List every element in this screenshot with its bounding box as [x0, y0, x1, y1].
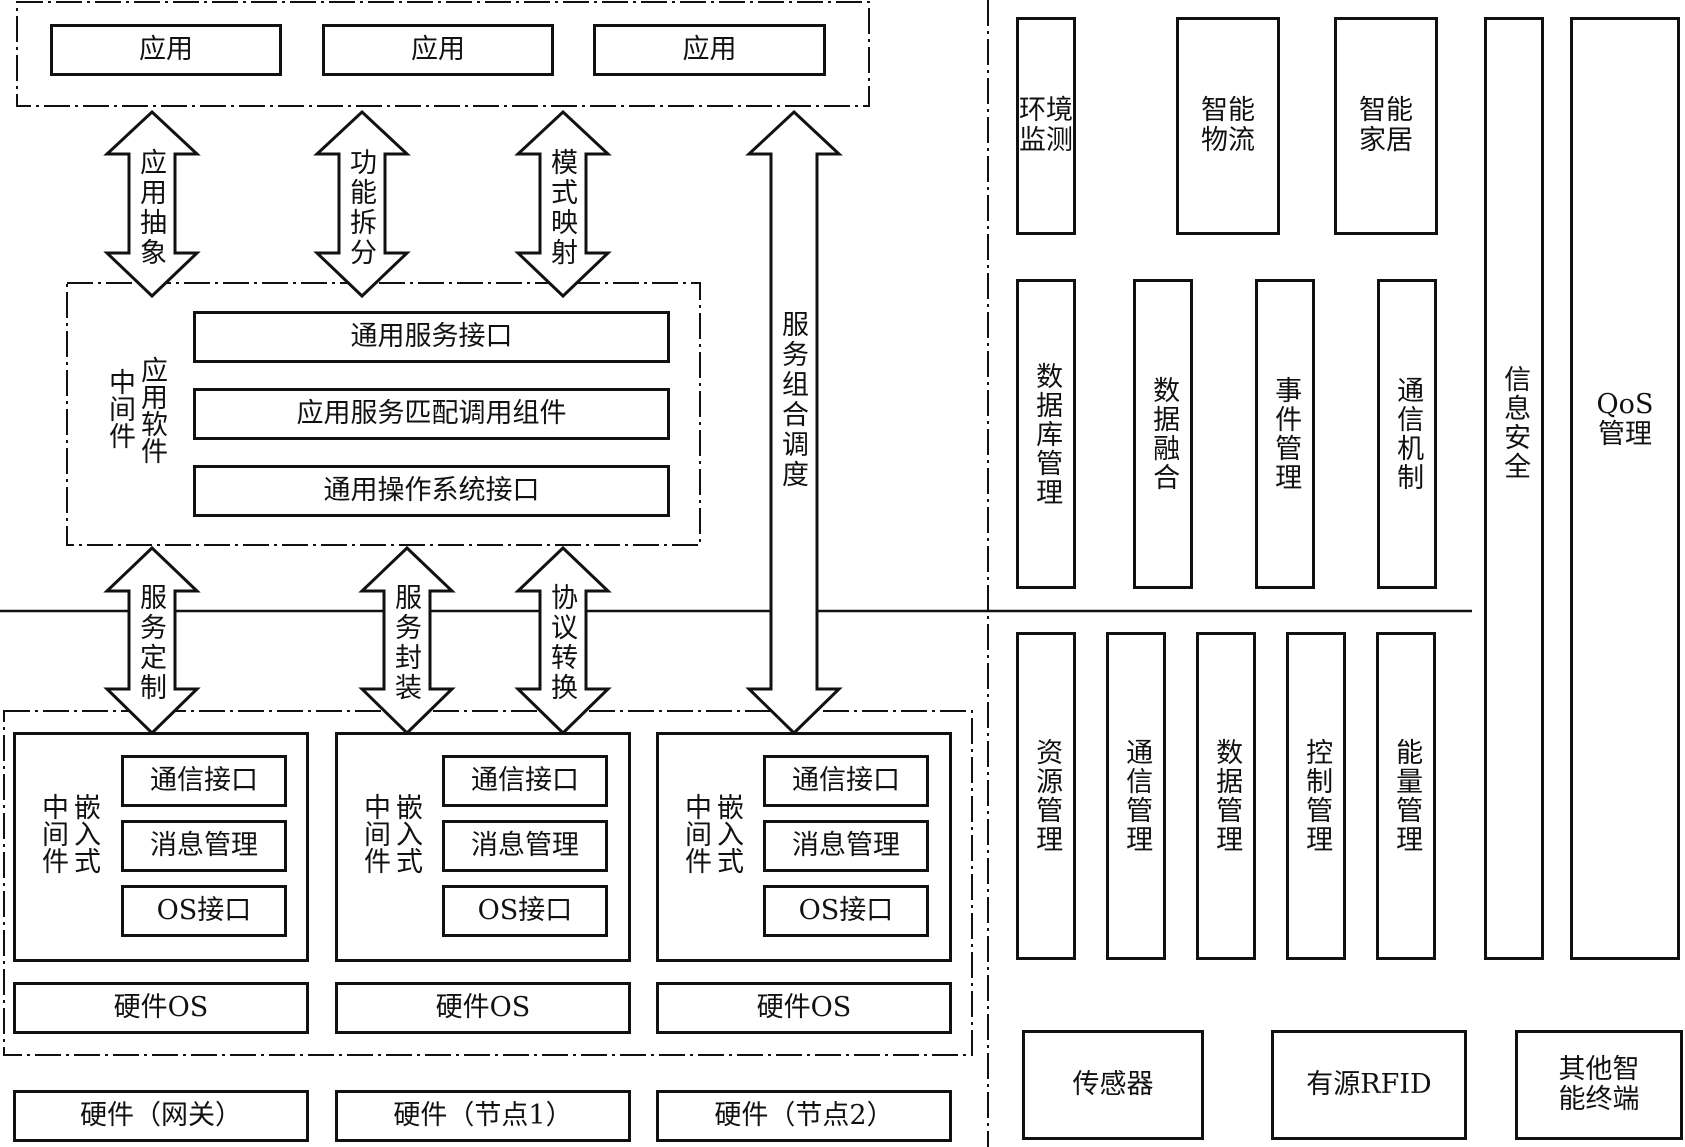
node-1-os-if: OS接口 — [121, 885, 287, 937]
arrow-app-abstract — [103, 109, 201, 299]
app-box-1: 应用 — [50, 24, 282, 76]
middleware-label-col2: 应用软件 — [136, 356, 167, 464]
arrow-label-func-split: 功能拆分 — [345, 148, 376, 268]
node-3-comm: 通信接口 — [763, 755, 929, 807]
right-mod-fusion: 数据融合 — [1133, 279, 1193, 589]
node-2-comm: 通信接口 — [442, 755, 608, 807]
right-mod-comm: 通信机制 — [1377, 279, 1437, 589]
middleware-row-3: 通用操作系统接口 — [193, 465, 670, 517]
top-app-container — [16, 1, 870, 107]
right-mod-event: 事件管理 — [1255, 279, 1315, 589]
arrow-label-mode-map: 模式映射 — [546, 148, 577, 268]
node-3-hw-os: 硬件OS — [656, 982, 952, 1034]
arrow-label-service-package: 服务封装 — [390, 583, 421, 703]
arrow-label-service-compose: 服务组合调度 — [777, 310, 808, 490]
middleware-label-col1: 中间件 — [104, 368, 135, 449]
right-mod-energy: 能量管理 — [1376, 632, 1436, 960]
app-box-3: 应用 — [593, 24, 826, 76]
node-2-hardware: 硬件（节点1） — [335, 1090, 631, 1142]
right-mod-resource: 资源管理 — [1016, 632, 1076, 960]
right-app-logistics: 智能物流 — [1176, 17, 1280, 235]
middleware-container — [66, 282, 701, 546]
right-device-sensor: 传感器 — [1022, 1030, 1204, 1140]
node-1-hw-os: 硬件OS — [13, 982, 309, 1034]
node-1-label: 中间件嵌入式 — [37, 793, 100, 874]
node-1-hardware: 硬件（网关） — [13, 1090, 309, 1142]
right-mod-comm-mgmt: 通信管理 — [1106, 632, 1166, 960]
arrow-mode-map — [514, 109, 612, 299]
right-mod-control: 控制管理 — [1286, 632, 1346, 960]
right-security: 信息安全 — [1484, 17, 1544, 960]
right-device-other: 其他智能终端 — [1515, 1030, 1683, 1140]
app-box-2: 应用 — [322, 24, 554, 76]
right-app-home: 智能家居 — [1334, 17, 1438, 235]
right-device-rfid: 有源RFID — [1271, 1030, 1467, 1140]
right-mod-data: 数据管理 — [1196, 632, 1256, 960]
arrow-label-protocol-convert: 协议转换 — [546, 583, 577, 703]
node-3-hardware: 硬件（节点2） — [656, 1090, 952, 1142]
embedded-container — [3, 710, 973, 1056]
arrow-func-split — [313, 109, 411, 299]
node-2-os-if: OS接口 — [442, 885, 608, 937]
arrow-label-app-abstract: 应用抽象 — [135, 148, 166, 268]
middleware-row-1: 通用服务接口 — [193, 311, 670, 363]
right-mod-db: 数据库管理 — [1016, 279, 1076, 589]
node-1-comm: 通信接口 — [121, 755, 287, 807]
node-2-hw-os: 硬件OS — [335, 982, 631, 1034]
node-1-msg: 消息管理 — [121, 820, 287, 872]
right-app-env: 环境监测 — [1016, 17, 1076, 235]
right-qos: QoS管理 — [1570, 17, 1680, 960]
arrow-label-service-custom: 服务定制 — [135, 583, 166, 703]
node-3-label: 中间件嵌入式 — [680, 793, 743, 874]
node-2-label: 中间件嵌入式 — [359, 793, 422, 874]
node-2-msg: 消息管理 — [442, 820, 608, 872]
middleware-row-2: 应用服务匹配调用组件 — [193, 388, 670, 440]
node-3-msg: 消息管理 — [763, 820, 929, 872]
node-3-os-if: OS接口 — [763, 885, 929, 937]
middleware-side-label: 中间件 应用软件 — [103, 356, 167, 464]
